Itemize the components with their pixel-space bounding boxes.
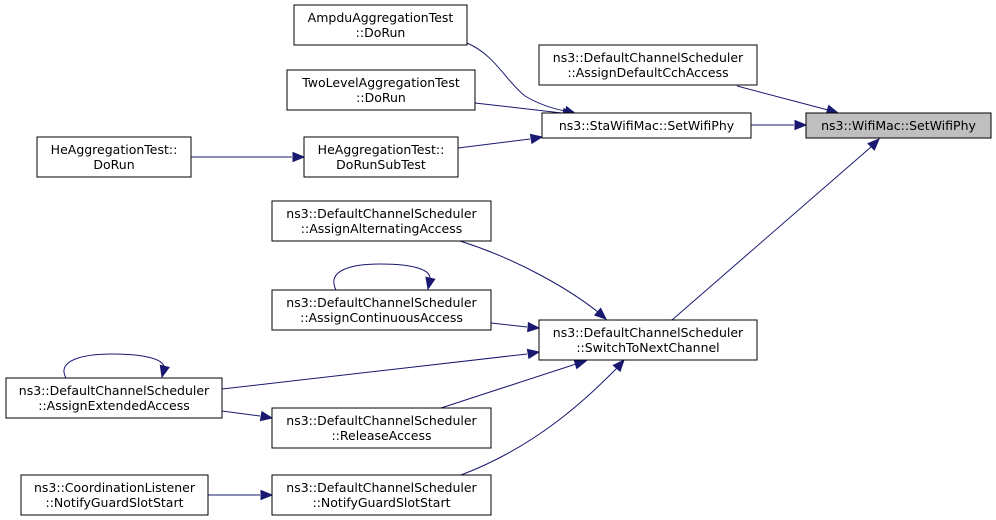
node-box xyxy=(538,44,758,86)
edge-n7-n0 xyxy=(671,138,880,321)
edge-n12-n7 xyxy=(460,359,625,476)
edge-line xyxy=(474,102,563,114)
node-label: ns3::DefaultChannelScheduler xyxy=(553,50,744,65)
arrowhead-icon xyxy=(529,133,544,145)
node-box xyxy=(271,407,492,449)
arrowhead-icon xyxy=(794,119,808,131)
node-n7[interactable]: ns3::DefaultChannelScheduler::SwitchToNe… xyxy=(538,319,758,361)
arrowhead-icon xyxy=(612,359,625,373)
edge-n9-n7 xyxy=(490,321,541,333)
node-n8[interactable]: ns3::DefaultChannelScheduler::AssignAlte… xyxy=(271,200,492,242)
edge-n11-n7 xyxy=(440,359,588,409)
node-label: ::SwitchToNextChannel xyxy=(576,340,719,355)
edge-n6-n5 xyxy=(191,151,306,163)
arrowhead-icon xyxy=(260,489,274,501)
edge-line xyxy=(460,367,618,476)
node-label: ::DoRun xyxy=(356,90,406,105)
node-n0[interactable]: ns3::WifiMac::SetWifiPhy xyxy=(805,112,992,139)
nodes-layer: ns3::WifiMac::SetWifiPhyns3::DefaultChan… xyxy=(5,4,992,516)
node-label: ns3::DefaultChannelScheduler xyxy=(286,413,477,428)
node-n12[interactable]: ns3::DefaultChannelScheduler::NotifyGuar… xyxy=(271,474,492,516)
edge-line xyxy=(457,138,531,149)
node-label: ns3::CoordinationListener xyxy=(34,480,196,495)
edge-line xyxy=(671,146,872,321)
arrowhead-icon xyxy=(593,307,607,320)
edge-line xyxy=(736,85,829,111)
node-label: ::AssignDefaultCchAccess xyxy=(567,65,728,80)
node-label: ns3::DefaultChannelScheduler xyxy=(553,325,744,340)
node-n10[interactable]: ns3::DefaultChannelScheduler::AssignExte… xyxy=(5,377,223,419)
edge-n13-n12 xyxy=(208,489,274,501)
node-label: ::DoRun xyxy=(356,25,406,40)
edge-n9-n9 xyxy=(333,263,436,291)
node-label: ::NotifyGuardSlotStart xyxy=(313,495,451,510)
edge-n1-n0 xyxy=(736,85,840,115)
node-label: ns3::DefaultChannelScheduler xyxy=(19,383,210,398)
edge-line xyxy=(333,263,431,291)
node-box xyxy=(271,474,492,516)
edge-line xyxy=(459,240,599,313)
node-label: DoRun xyxy=(93,157,134,172)
node-box xyxy=(286,69,476,111)
edge-n8-n7 xyxy=(459,240,607,320)
edge-line xyxy=(63,353,165,379)
node-label: ns3::DefaultChannelScheduler xyxy=(286,295,477,310)
arrowhead-icon xyxy=(867,138,880,151)
arrowhead-icon xyxy=(526,348,541,360)
node-box xyxy=(293,4,468,46)
arrowhead-icon xyxy=(259,410,274,422)
arrowhead-icon xyxy=(425,276,436,291)
arrowhead-icon xyxy=(527,321,541,333)
node-label: ns3::StaWifiMac::SetWifiPhy xyxy=(559,118,735,133)
node-n13[interactable]: ns3::CoordinationListener::NotifyGuardSl… xyxy=(20,474,209,516)
edge-n10-n10 xyxy=(63,353,170,379)
node-box xyxy=(538,319,758,361)
node-label: AmpduAggregationTest xyxy=(308,10,454,25)
edge-n5-n2 xyxy=(457,133,544,149)
node-label: ::AssignExtendedAccess xyxy=(38,398,190,413)
node-n9[interactable]: ns3::DefaultChannelScheduler::AssignCont… xyxy=(271,289,492,331)
node-n4[interactable]: TwoLevelAggregationTest::DoRun xyxy=(286,69,476,111)
node-n1[interactable]: ns3::DefaultChannelScheduler::AssignDefa… xyxy=(538,44,758,86)
node-label: TwoLevelAggregationTest xyxy=(301,75,460,90)
node-n11[interactable]: ns3::DefaultChannelScheduler::ReleaseAcc… xyxy=(271,407,492,449)
node-label: ::AssignContinuousAccess xyxy=(300,310,463,325)
edge-line xyxy=(221,353,528,390)
edge-line xyxy=(466,42,566,112)
node-box xyxy=(36,136,192,178)
edge-n10-n11 xyxy=(221,410,274,422)
node-label: HeAggregationTest:: xyxy=(318,142,445,157)
node-n5[interactable]: HeAggregationTest::DoRunSubTest xyxy=(303,136,459,178)
arrowhead-icon xyxy=(292,151,306,163)
node-box xyxy=(303,136,459,178)
node-label: ::NotifyGuardSlotStart xyxy=(46,495,184,510)
node-box xyxy=(20,474,209,516)
arrowhead-icon xyxy=(159,364,170,379)
node-label: ns3::DefaultChannelScheduler xyxy=(286,206,477,221)
node-label: ns3::DefaultChannelScheduler xyxy=(286,480,477,495)
node-box xyxy=(271,289,492,331)
node-label: DoRunSubTest xyxy=(336,157,426,172)
arrowhead-icon xyxy=(573,359,588,370)
node-box xyxy=(5,377,223,419)
edge-n2-n0 xyxy=(751,119,808,131)
node-n2[interactable]: ns3::StaWifiMac::SetWifiPhy xyxy=(541,112,752,139)
node-label: HeAggregationTest:: xyxy=(51,142,178,157)
node-box xyxy=(805,112,992,139)
node-n3[interactable]: AmpduAggregationTest::DoRun xyxy=(293,4,468,46)
edge-line xyxy=(440,363,577,409)
node-n6[interactable]: HeAggregationTest::DoRun xyxy=(36,136,192,178)
node-box xyxy=(271,200,492,242)
node-label: ::ReleaseAccess xyxy=(331,428,431,443)
node-label: ns3::WifiMac::SetWifiPhy xyxy=(821,118,976,133)
edge-line xyxy=(221,410,261,417)
node-box xyxy=(541,112,752,139)
edge-line xyxy=(490,322,528,328)
edge-n10-n7 xyxy=(221,348,541,390)
node-label: ::AssignAlternatingAccess xyxy=(301,221,462,236)
